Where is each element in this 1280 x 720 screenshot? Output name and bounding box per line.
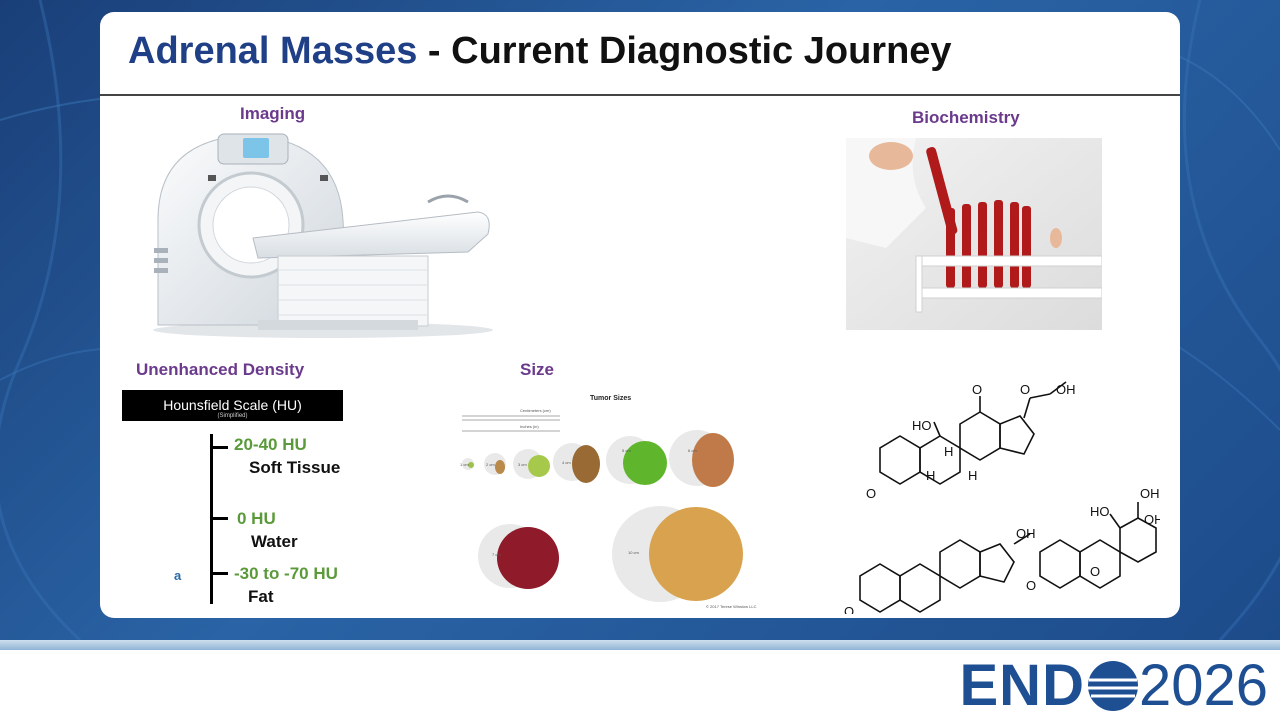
slide-card: Adrenal Masses - Current Diagnostic Jour… bbox=[100, 12, 1180, 618]
logo-brand: END bbox=[959, 653, 1085, 718]
logo-year: 2026 bbox=[1138, 653, 1268, 718]
size-4cm: 4 cm bbox=[562, 460, 571, 465]
size-2cm: 2 cm bbox=[486, 462, 495, 467]
h-label-2: H bbox=[926, 468, 935, 483]
oh-label-5: OH bbox=[1140, 486, 1160, 501]
title-divider bbox=[100, 94, 1180, 96]
ruler-in-label: Inches (in) bbox=[520, 424, 539, 429]
hounsfield-subtitle: (Simplified) bbox=[217, 413, 248, 419]
slide-title: Adrenal Masses - Current Diagnostic Jour… bbox=[128, 30, 952, 73]
imaging-heading: Imaging bbox=[240, 104, 306, 123]
tumor-sizes-title: Tumor Sizes bbox=[590, 395, 632, 402]
oh-label-6: OH bbox=[1144, 512, 1160, 527]
size-10cm: 10 cm bbox=[628, 550, 640, 555]
steroid-structures: HO OH O O O H H H OH O HO OH O O OH bbox=[844, 381, 1160, 614]
hu-label-soft-tissue: Soft Tissue bbox=[249, 458, 341, 477]
h-label-0: H bbox=[944, 444, 953, 459]
size-5cm: 5 cm bbox=[622, 448, 631, 453]
hu-tick-water bbox=[210, 517, 228, 520]
hu-value-water: 0 HU bbox=[237, 509, 276, 528]
ruler-cm-label: Centimeters (cm) bbox=[520, 408, 551, 413]
hu-value-soft-tissue: 20-40 HU bbox=[234, 435, 307, 454]
h-label-1: H bbox=[968, 468, 977, 483]
size-heading: Size bbox=[520, 360, 555, 379]
o-label-0: O bbox=[972, 382, 982, 397]
o-label-2: O bbox=[866, 486, 876, 501]
hu-value-fat: -30 to -70 HU bbox=[234, 564, 338, 583]
hu-label-water: Water bbox=[251, 532, 298, 551]
hu-tick-soft-tissue bbox=[210, 446, 228, 449]
tumor-size-comparison: Centimeters (cm) Inches (in) 1 cm 2 cm 3… bbox=[460, 408, 757, 609]
globe-icon bbox=[1087, 661, 1138, 711]
biochemistry-heading: Biochemistry bbox=[912, 108, 1020, 127]
hu-tick-fat bbox=[210, 572, 228, 575]
o-label-3: O bbox=[844, 604, 854, 614]
ct-scanner-illustration bbox=[153, 133, 493, 338]
oh-label-4: HO bbox=[1090, 504, 1110, 519]
footer-band bbox=[0, 640, 1280, 650]
hounsfield-scale-box: Hounsfield Scale (HU) (Simplified) bbox=[122, 390, 343, 421]
size-3cm: 3 cm bbox=[518, 462, 527, 467]
oh-label-1: HO bbox=[912, 418, 932, 433]
hu-label-fat: Fat bbox=[248, 587, 274, 606]
endo-logo: END 2026 bbox=[959, 653, 1269, 718]
o-label-1: O bbox=[1020, 382, 1030, 397]
title-highlight: Adrenal Masses bbox=[128, 30, 418, 72]
o-label-5: O bbox=[1026, 578, 1036, 593]
footnote-marker: a bbox=[174, 568, 182, 583]
size-7cm: 7 cm bbox=[492, 552, 501, 557]
tumor-copyright: © 2017 Terese Winslow LLC bbox=[706, 604, 757, 609]
density-heading: Unenhanced Density bbox=[136, 360, 305, 379]
blood-tubes-photo bbox=[846, 138, 1102, 330]
hounsfield-title: Hounsfield Scale (HU) bbox=[163, 397, 302, 413]
oh-label-0: OH bbox=[1056, 382, 1076, 397]
title-rest: - Current Diagnostic Journey bbox=[417, 30, 952, 72]
o-label-4: O bbox=[1090, 564, 1100, 579]
size-1cm: 1 cm bbox=[460, 462, 469, 467]
footer: END 2026 bbox=[0, 650, 1280, 720]
size-6cm: 6 cm bbox=[688, 448, 697, 453]
oh-label-2: OH bbox=[1016, 526, 1036, 541]
